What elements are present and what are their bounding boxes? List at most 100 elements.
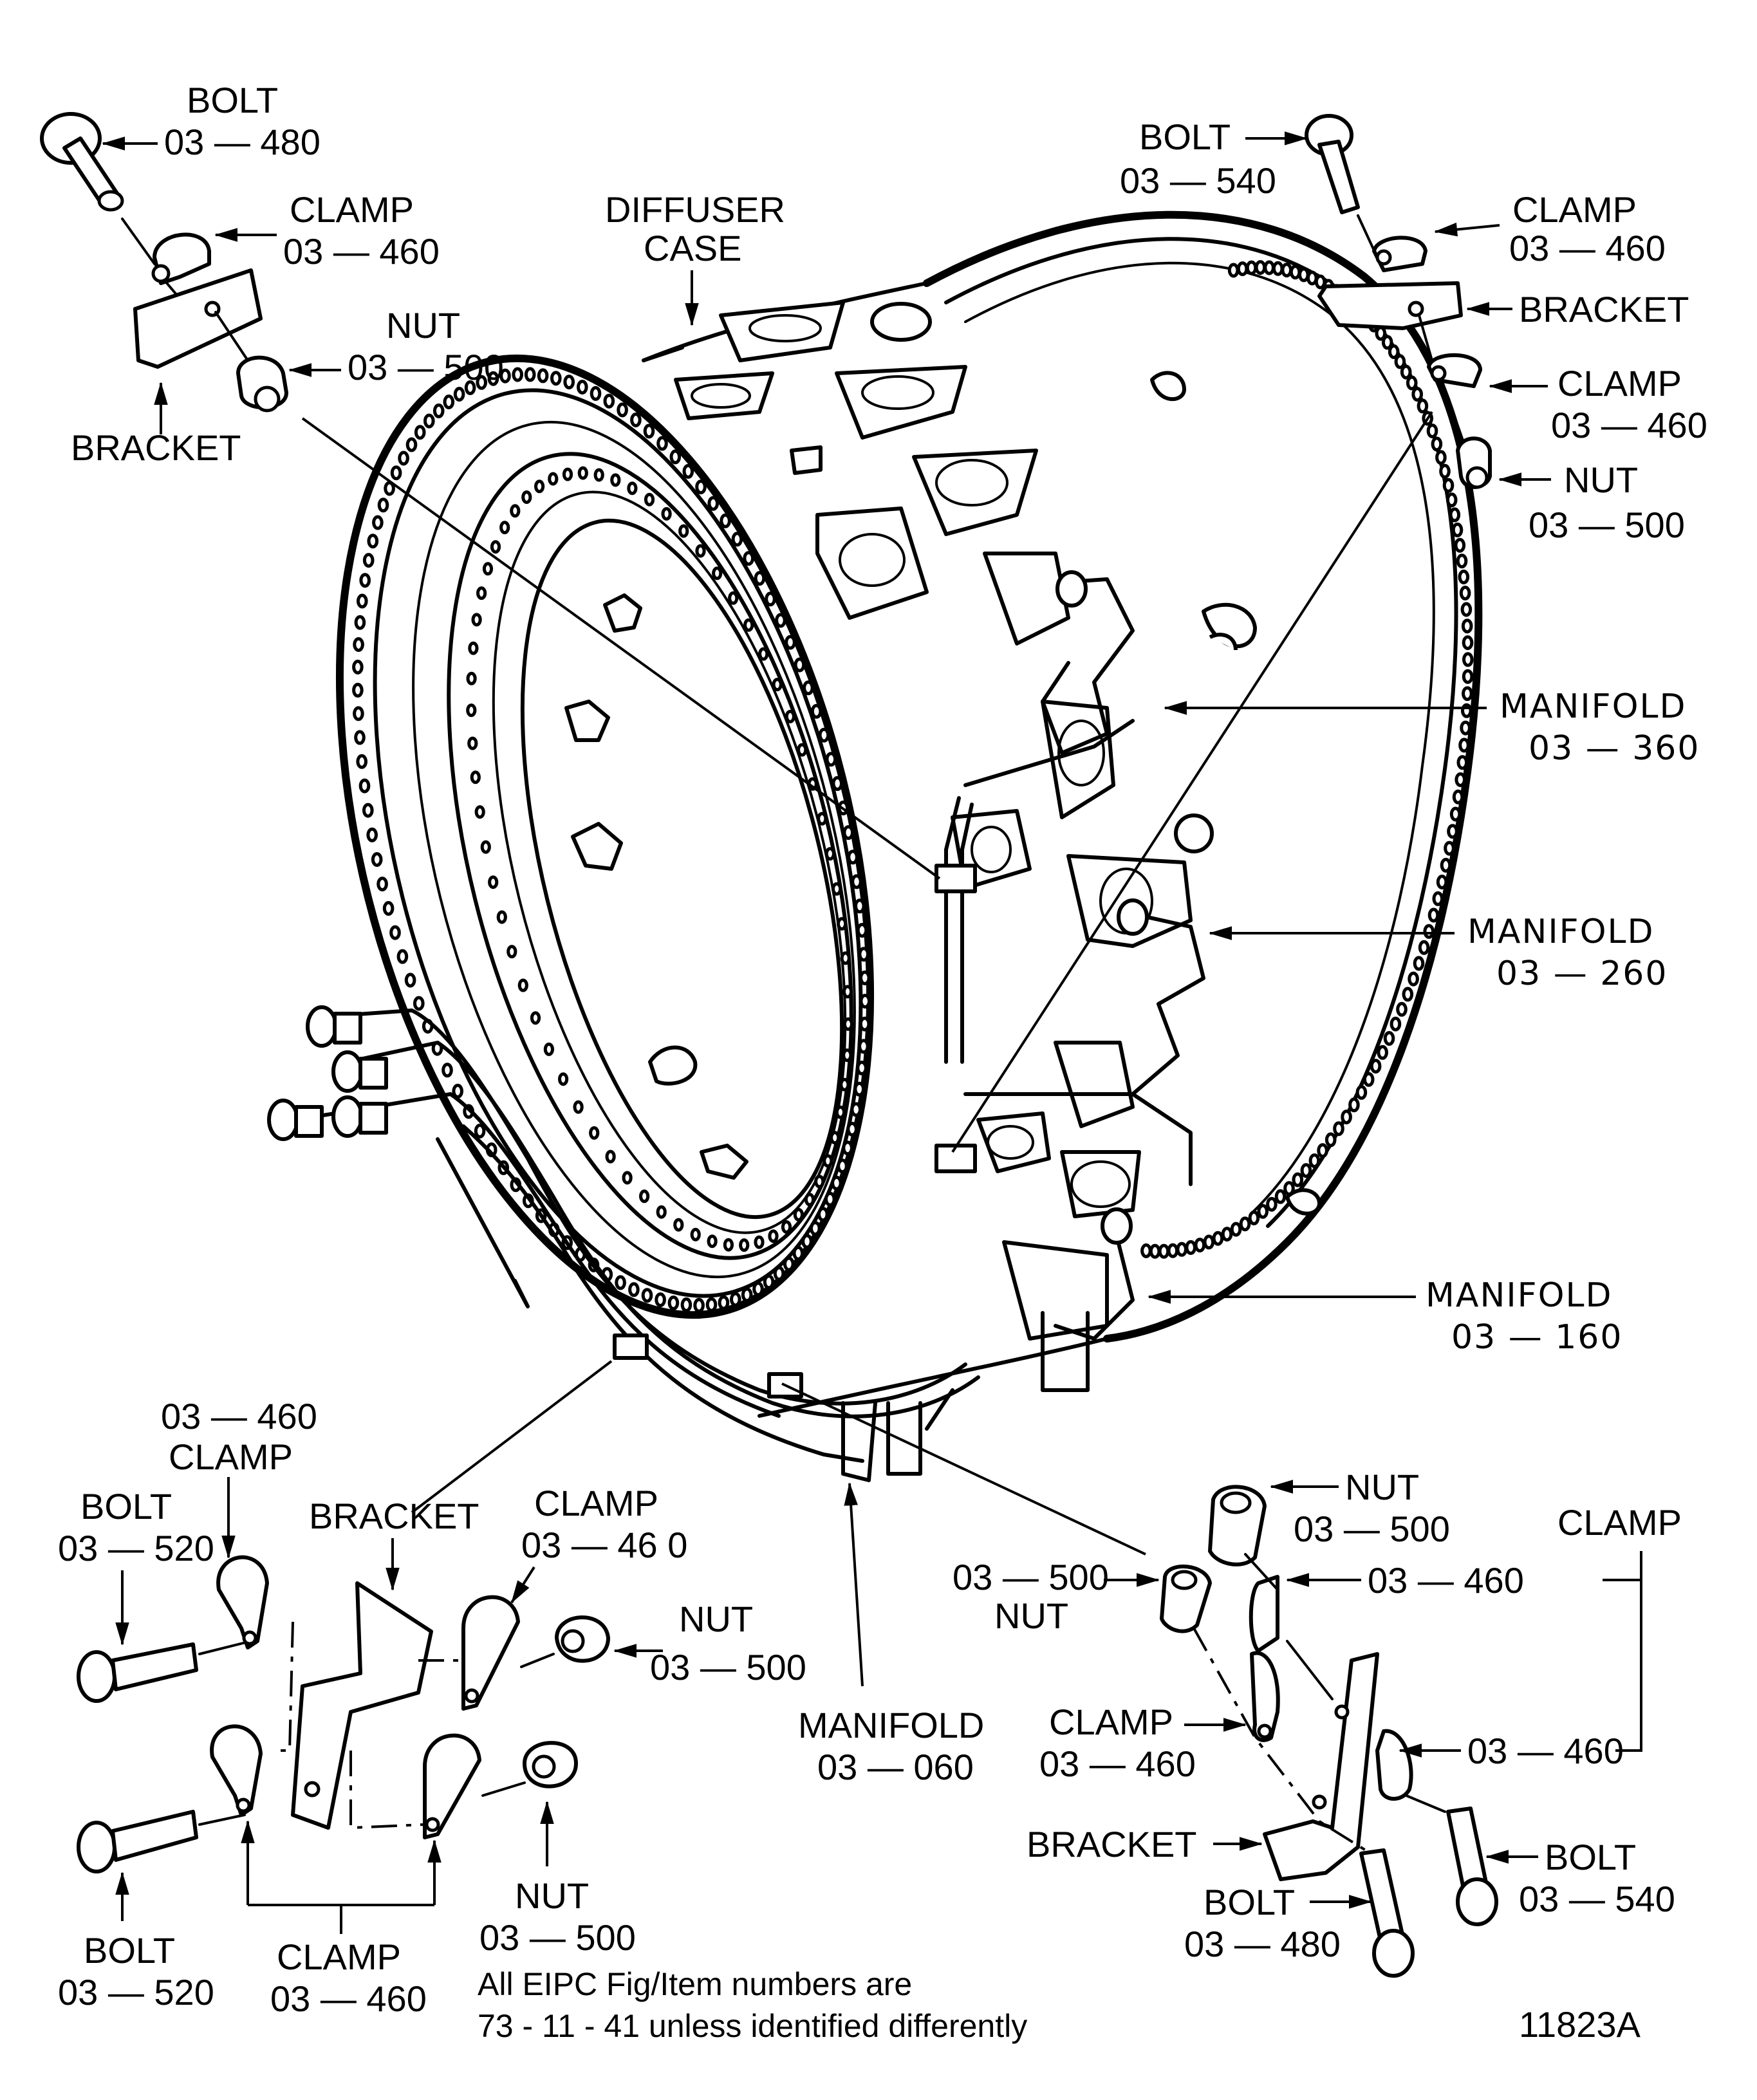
bolt-hole: [1281, 263, 1292, 278]
nut-03-500: [236, 355, 288, 413]
bolt-hole: [1348, 1097, 1360, 1113]
bolt-hole: [1455, 772, 1466, 787]
bolt-hole: [1194, 1238, 1206, 1253]
clamp-lower: [1375, 1729, 1413, 1801]
label-nut-upper-item: 03 — 500: [650, 1647, 806, 1687]
bolt-hole: [1436, 875, 1448, 889]
bolt-hole: [377, 497, 389, 513]
bolt-hole: [693, 1297, 705, 1313]
bolt-hole: [354, 730, 366, 745]
bolt-hole: [656, 436, 668, 451]
bolt-hole: [723, 1238, 734, 1252]
bolt-hole: [358, 778, 371, 794]
label-bolt: BOLT: [187, 80, 278, 120]
bolt-hole: [655, 1292, 666, 1308]
bolt-hole: [825, 752, 837, 767]
bolt-hole: [1394, 354, 1406, 369]
label-nut-upper: NUT: [679, 1599, 753, 1639]
bolt-hole: [859, 994, 871, 1009]
callout-manifold-03-260: MANIFOLD 03 — 260: [1209, 913, 1666, 993]
bolt-hole: [1203, 1234, 1215, 1250]
bolt-hole: [1390, 1016, 1402, 1032]
clamp-upper: [1249, 1575, 1279, 1653]
bolt-hole: [1263, 260, 1275, 275]
fitting: [331, 1095, 388, 1138]
clamp-right-upper: [461, 1595, 520, 1711]
bolt-hole: [474, 805, 485, 819]
bolt-hole: [474, 1123, 486, 1138]
figure-note: All EIPC Fig/Item numbers are 73 - 11 - …: [478, 1966, 1027, 2044]
bolt-hole: [803, 680, 814, 696]
bolt-hole: [362, 803, 374, 818]
case-pads: [674, 301, 1321, 1341]
bolt-hole: [521, 490, 532, 504]
bolt-hole: [372, 515, 384, 530]
bolt-hole: [858, 947, 869, 962]
bolt-hole: [678, 524, 689, 538]
bolt-hole: [743, 551, 754, 566]
bolt-hole: [804, 1193, 815, 1207]
callout-manifold-03-160: MANIFOLD 03 — 160: [1148, 1276, 1621, 1357]
bolt-hole: [1341, 1110, 1352, 1125]
bolt-hole: [1449, 507, 1461, 523]
bolt-hole: [682, 463, 694, 479]
bolt-hole: [1452, 789, 1464, 804]
bolt-hole: [512, 367, 524, 382]
bolt-hole: [1230, 1222, 1242, 1237]
bolt-hole: [524, 367, 536, 382]
label-nut-upper: NUT: [1345, 1467, 1419, 1507]
label-nut-left-item: 03 — 500: [953, 1557, 1109, 1597]
bolt-hole: [476, 375, 488, 390]
bolt-hole: [1158, 1243, 1170, 1259]
bolt-hole: [470, 770, 481, 785]
bolt-hole: [367, 534, 379, 549]
bolt-hole: [390, 465, 402, 481]
bolt-hole: [1185, 1240, 1196, 1255]
label-manifold: MANIFOLD: [1426, 1276, 1613, 1315]
bolt-hole: [589, 1126, 600, 1140]
label-bolt-upper: BOLT: [80, 1486, 172, 1527]
clamp-upper: [1372, 236, 1427, 272]
bolt-hole: [810, 703, 823, 719]
bottom-right-assembly: NUT 03 — 500 03 — 500 NUT CLAMP 03 — 460…: [781, 1382, 1682, 1978]
bolt-hole: [707, 496, 719, 511]
bolt-hole: [720, 513, 731, 528]
bolt-hole: [1411, 387, 1423, 402]
label-nut-lower: NUT: [515, 1875, 589, 1916]
bolt-hole: [859, 971, 871, 985]
bolt-hole: [548, 472, 559, 486]
label-clamp-upper-item: 03 — 460: [1368, 1560, 1524, 1601]
bolt-hole: [842, 985, 853, 999]
label-clamp: CLAMP: [290, 189, 414, 230]
bolt-hole: [690, 1227, 701, 1241]
bottom-left-assembly: 03 — 460 CLAMP BOLT 03 — 520 BRACKET CLA…: [58, 1360, 806, 2019]
bolt-hole: [1427, 907, 1440, 923]
bolt-hole: [667, 1296, 680, 1310]
bolt-hole: [832, 882, 842, 896]
bolt-lower-03-520: [77, 1810, 198, 1873]
bolt-hole: [839, 1077, 850, 1092]
bolt-hole: [794, 657, 806, 673]
bolt-hole: [1325, 1132, 1337, 1148]
bolt-hole: [468, 641, 479, 655]
bolt-hole: [376, 877, 388, 892]
bolt-hole: [1461, 618, 1473, 634]
bolt-hole: [1381, 335, 1393, 350]
bolt-hole: [835, 1105, 846, 1119]
bolt-hole: [842, 1140, 853, 1156]
bolt-hole: [785, 709, 795, 723]
bolt-hole: [842, 1048, 853, 1063]
label-clamp-upper: CLAMP: [1512, 189, 1637, 230]
label-nut-item: 03 — 500: [348, 347, 504, 387]
bolt-hole: [577, 380, 588, 395]
bolt-hole: [353, 706, 364, 721]
bolt-upper-03-520: [77, 1642, 198, 1703]
bolt-hole: [731, 532, 743, 547]
bolt-hole: [1435, 450, 1447, 465]
bolt-03-540: [1305, 114, 1360, 214]
bolt-hole: [1140, 1243, 1152, 1258]
label-bracket: BRACKET: [309, 1496, 479, 1536]
bolt-hole: [627, 481, 638, 496]
bolt-hole: [1245, 260, 1258, 275]
bolt-hole: [1456, 755, 1469, 770]
